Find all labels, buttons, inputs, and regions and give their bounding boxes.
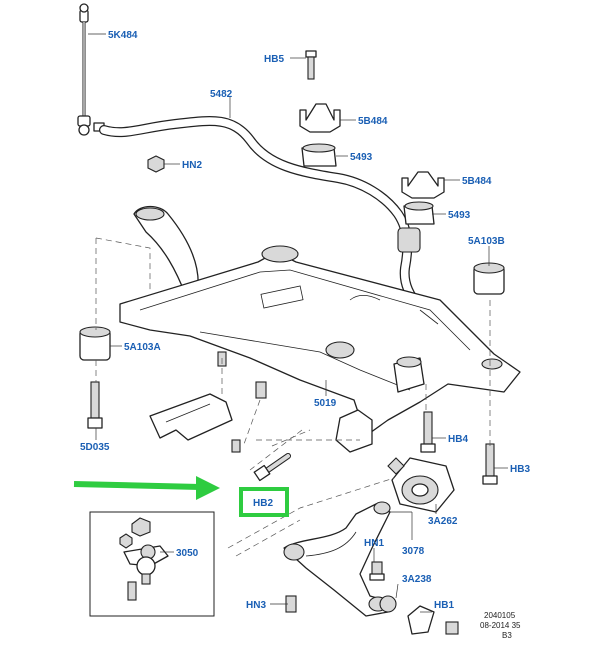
label-hb3: HB3 (510, 464, 530, 475)
label-5k484: 5K484 (108, 30, 138, 41)
label-5b484-lower: 5B484 (462, 176, 492, 187)
bushing-3a262 (387, 457, 455, 513)
dashed-guides (95, 237, 491, 557)
bolt-hb3 (482, 443, 498, 485)
label-5a103a: 5A103A (124, 342, 161, 353)
label-hb5: HB5 (264, 54, 284, 65)
label-5493-upper: 5493 (350, 152, 373, 163)
label-hb2: HB2 (253, 498, 273, 509)
label-hn1: HN1 (364, 538, 384, 549)
highlight-arrow (73, 476, 220, 500)
subframe-5019 (119, 245, 521, 453)
label-5019: 5019 (314, 398, 337, 409)
highlight-box (239, 487, 289, 517)
label-3a262: 3A262 (428, 516, 458, 527)
nut-hn2 (147, 155, 165, 173)
bolt-hb5 (305, 50, 317, 80)
label-3050: 3050 (176, 548, 199, 559)
label-5a103b: 5A103B (468, 236, 505, 247)
label-5482: 5482 (210, 89, 233, 100)
bushing-5493-upper (301, 143, 337, 167)
bushing-5493-lower (403, 201, 435, 225)
bolt-hb4 (420, 411, 436, 453)
label-5b484-upper: 5B484 (358, 116, 388, 127)
bushing-5a103a (79, 326, 111, 361)
inset-box (89, 511, 215, 617)
bolt-hb2 (253, 453, 291, 482)
label-3a238: 3A238 (402, 574, 432, 585)
label-5493-lower: 5493 (448, 210, 471, 221)
subframe-front-tower (133, 205, 199, 297)
ball-joint-3a238 (379, 595, 397, 613)
bracket-5b484-upper (299, 103, 341, 133)
bracket-5b484-lower (401, 171, 445, 199)
ref-code: 2040105 (484, 611, 516, 620)
label-3078: 3078 (402, 546, 425, 557)
label-hb4: HB4 (448, 434, 468, 445)
ref-sheet: B3 (502, 631, 512, 640)
ref-date: 08-2014 35 (480, 621, 521, 630)
leader-lines (88, 33, 508, 613)
label-hb1: HB1 (434, 600, 454, 611)
label-hn2: HN2 (182, 160, 202, 171)
heat-shield-bracket (149, 351, 267, 453)
label-5d035: 5D035 (80, 442, 110, 453)
nut-hn1 (369, 561, 385, 581)
label-hn3: HN3 (246, 600, 266, 611)
bolt-hb1 (407, 605, 459, 635)
stabilizer-link (77, 3, 105, 136)
bolt-5d035 (87, 381, 103, 429)
bushing-5a103b (473, 262, 505, 295)
